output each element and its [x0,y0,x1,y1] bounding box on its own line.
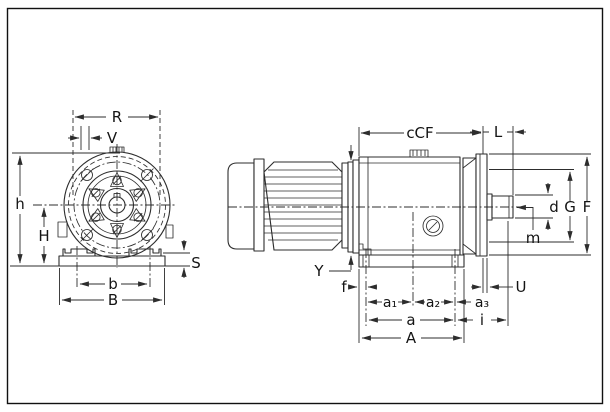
front-left-lug [57,221,68,238]
dim-label-Y: Y [313,262,324,280]
dim-label-U: U [516,278,527,296]
dimension-labels: R V h H b B S cCF L Y f a₁ a₂ a₃ a i A U… [15,108,591,347]
dim-label-A: A [406,329,417,347]
gearbox-bracket [358,243,372,255]
foot-bolt-holes [362,255,459,267]
dim-label-b: b [108,275,118,293]
front-right-foot [128,248,162,256]
flange-holes [80,168,154,242]
front-view [33,144,176,268]
hole-axes [365,212,456,326]
dim-label-h: h [15,195,25,213]
dim-label-a3: a₃ [475,295,489,311]
dim-label-a: a [406,311,415,329]
fan-cover [227,162,255,250]
gearbox-left-band [352,159,360,254]
dim-label-L: L [494,123,503,141]
dim-label-H: H [38,227,49,245]
dim-label-G: G [564,198,576,216]
flange-bell [462,157,477,255]
front-centerlines [33,144,176,268]
gearbox-housing [358,156,461,256]
dim-label-m: m [526,229,541,247]
gearbox-base-plate [358,254,465,268]
dimensions-front [10,110,190,305]
dim-label-B: B [108,291,118,309]
dim-label-i: i [480,311,484,329]
oil-fill-plug [409,149,429,157]
motor-body [263,161,343,251]
motor-fins [264,169,342,241]
front-left-foot [62,248,96,256]
dim-label-cCF: cCF [406,124,433,142]
motor-end-band [253,158,265,252]
front-right-lug [165,224,174,239]
dimensions-side [329,126,591,343]
motor-adapter-band [341,162,349,249]
dim-label-F: F [583,198,592,216]
side-view [227,149,522,326]
dim-label-V: V [107,129,118,147]
dim-label-a2: a₂ [426,295,440,311]
dim-label-S: S [191,254,201,272]
dim-label-a1: a₁ [383,295,397,311]
output-flange-plate [475,153,488,257]
dim-label-R: R [112,108,122,126]
dim-label-f: f [341,278,347,296]
dim-label-d: d [549,198,559,216]
